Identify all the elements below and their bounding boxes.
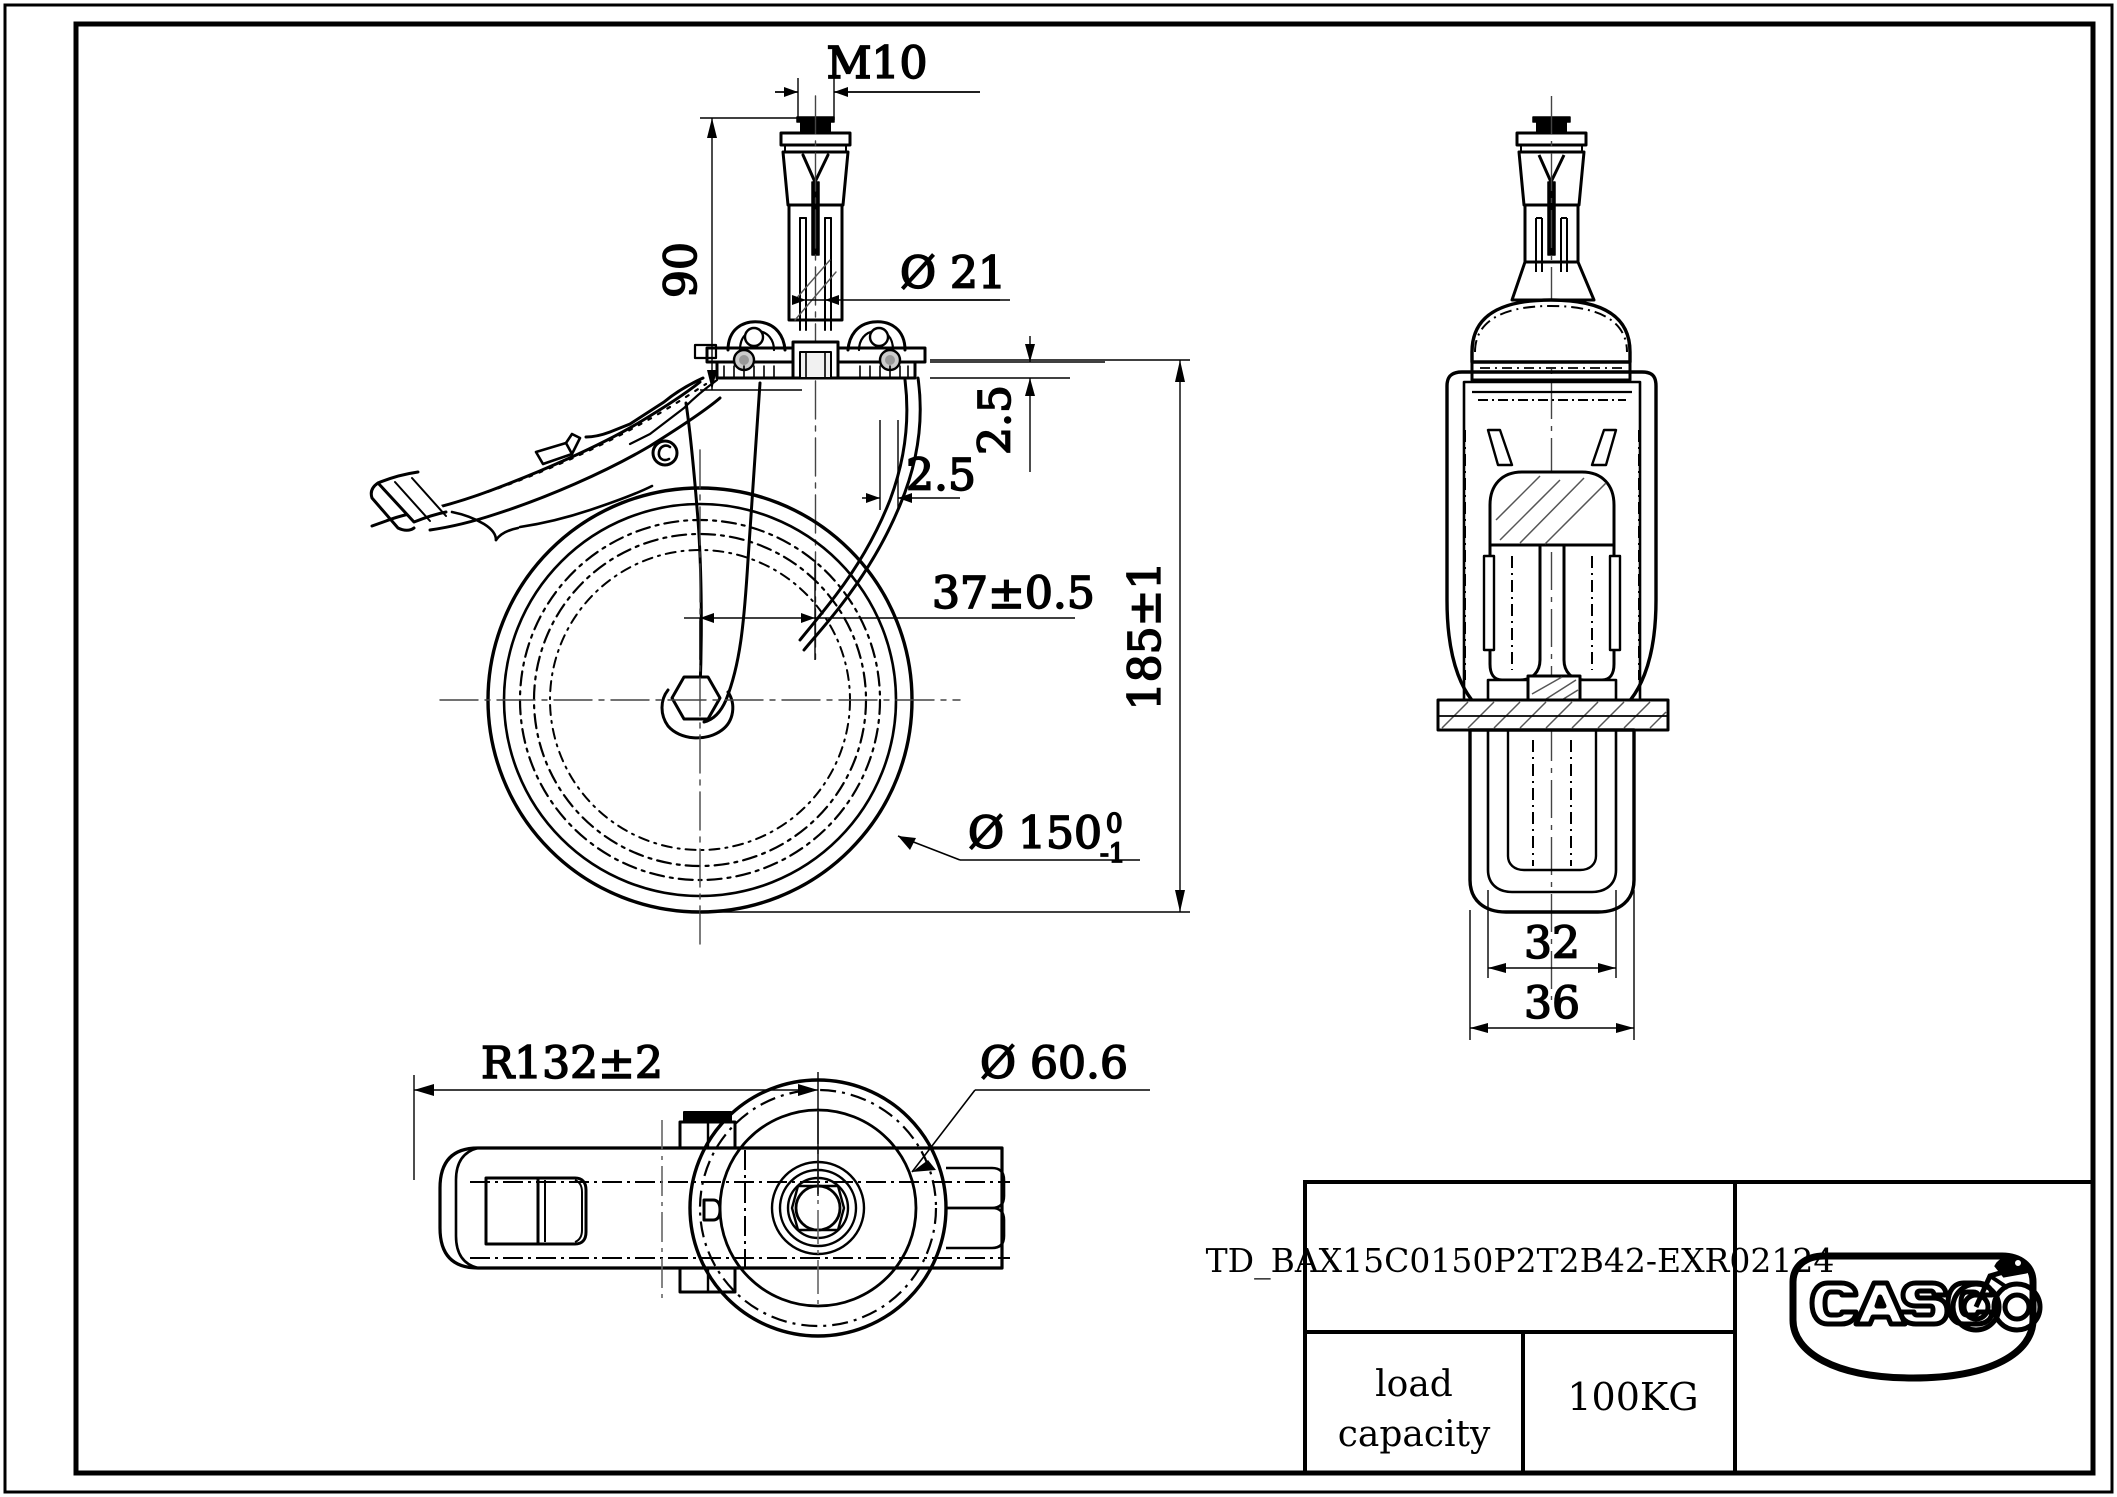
dim-2p5-horizontal: 2.5 — [862, 420, 977, 510]
dim-d150: Ø 150 0 -1 — [897, 807, 1140, 870]
logo-cyclist-icon — [1950, 1256, 2043, 1333]
load-capacity-label-line1: load — [1375, 1364, 1453, 1405]
dim-185-label: 185±1 — [1120, 562, 1171, 711]
dim-32-label: 32 — [1524, 918, 1580, 969]
dim-d21: Ø 21 — [792, 247, 1010, 305]
part-number-text: TD_BAX15C0150P2T2B42-EXR02124 — [1206, 1241, 1835, 1281]
dim-90: 90 — [655, 117, 802, 391]
expanding-stem — [779, 95, 852, 661]
dim-d150-tol-lower: -1 — [1100, 839, 1125, 869]
brake-lever — [369, 380, 722, 542]
dim-m10-label: M10 — [826, 38, 927, 89]
cascoo-logo — [1789, 1252, 2043, 1382]
logo-badge-outline — [1789, 1252, 2037, 1382]
dim-d150-label: Ø 150 — [968, 808, 1102, 859]
dim-d150-tol-upper: 0 — [1106, 809, 1123, 839]
title-block: TD_BAX15C0150P2T2B42-EXR02124 load capac… — [1206, 1180, 2095, 1475]
side-axle-flange — [1436, 698, 1670, 732]
dim-m10: M10 — [775, 37, 980, 120]
front-view-dimensions: M10 90 Ø 21 2.5 — [655, 37, 1190, 913]
dim-r132: R132±2 — [413, 1037, 819, 1196]
bottom-view-dimensions: R132±2 Ø 60.6 — [413, 1037, 1150, 1196]
side-stem — [1510, 96, 1596, 1000]
dim-37: 37±0.5 — [684, 560, 1096, 660]
dim-d60: Ø 60.6 — [911, 1037, 1150, 1173]
logo-wordmark — [1809, 1280, 1995, 1327]
dim-2p5-vertical-label: 2.5 — [970, 385, 1021, 455]
swivel-head — [693, 259, 927, 380]
dim-36-label: 36 — [1524, 978, 1580, 1029]
dim-d60-label: Ø 60.6 — [980, 1038, 1128, 1089]
side-section-view — [1436, 96, 1670, 1000]
load-capacity-value: 100KG — [1567, 1375, 1698, 1419]
outer-border — [3, 3, 2114, 1494]
side-swivel-cap — [1470, 298, 1632, 382]
dim-2p5-horizontal-label: 2.5 — [906, 450, 976, 501]
dim-185: 185±1 — [700, 359, 1190, 913]
load-capacity-label-line2: capacity — [1338, 1414, 1491, 1455]
dim-32: 32 — [1487, 890, 1617, 978]
dim-r132-label: R132±2 — [481, 1038, 663, 1089]
dim-36: 36 — [1469, 890, 1635, 1040]
side-fork-body — [1445, 370, 1658, 718]
dim-37-label: 37±0.5 — [932, 568, 1095, 619]
dim-90-label: 90 — [656, 242, 707, 298]
side-lower-wheel — [1468, 728, 1636, 914]
inner-border — [73, 21, 2096, 1476]
dim-d21-label: Ø 21 — [900, 248, 1006, 299]
logo-cell — [1733, 1180, 2095, 1475]
dim-2p5-vertical: 2.5 — [930, 336, 1105, 472]
side-view-dimensions: 32 36 — [1469, 890, 1635, 1040]
front-view — [369, 95, 961, 951]
